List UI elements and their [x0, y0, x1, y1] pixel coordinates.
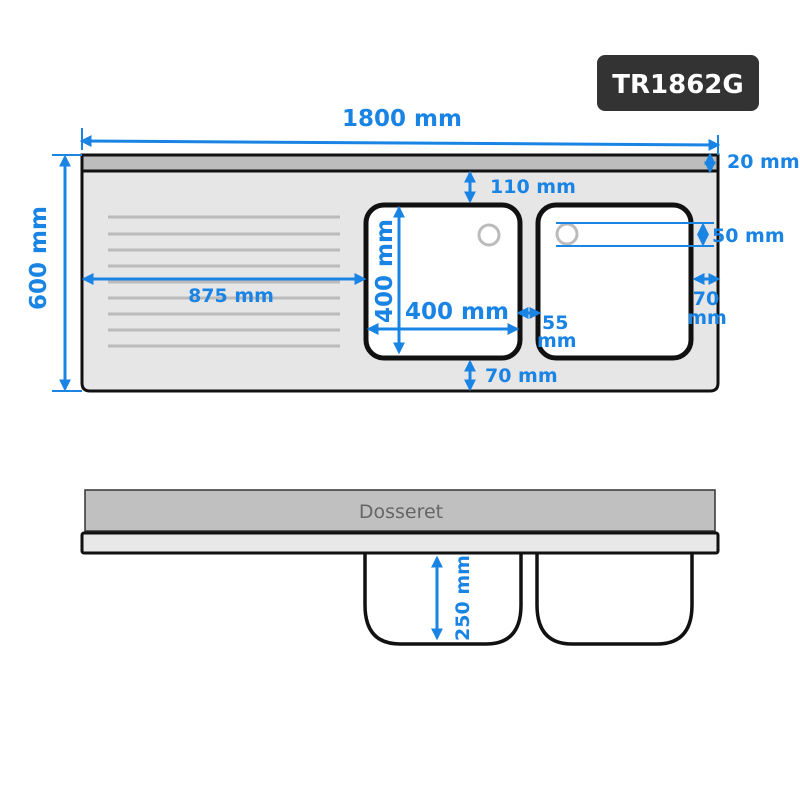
right-bowl: [535, 202, 694, 361]
backsplash-label: 20 mm: [727, 151, 800, 173]
length-arrow: [79, 135, 721, 151]
dosseret-panel: [84, 489, 716, 532]
backsplash-strip: [80, 153, 720, 173]
drain-offset-label: 50 mm: [712, 225, 785, 247]
bowl-height-label: 250 mm: [452, 555, 474, 641]
front-margin-label: 110 mm: [490, 176, 576, 198]
bowl-depth-label: 400 mm: [372, 219, 398, 323]
side-left-bowl: [363, 553, 523, 646]
model-number: TR1862G: [612, 70, 743, 100]
back-margin-label: 70 mm: [485, 365, 558, 387]
length-label: 1800 mm: [342, 106, 462, 132]
depth-label: 600 mm: [26, 206, 52, 310]
drainboard-grooves: [108, 215, 340, 348]
top-view: 1800 mm 600 mm 20 mm 110 mm 875 mm 400 m…: [26, 106, 800, 393]
side-view: Dosseret 250 mm: [80, 489, 720, 646]
right-margin-unit: mm: [687, 307, 727, 329]
dosseret-label: Dosseret: [359, 501, 443, 523]
bowl-gap-value: 55: [542, 312, 568, 334]
side-right-bowl: [535, 553, 694, 646]
bowl-width-label: 400 mm: [405, 299, 509, 325]
bowl-gap-unit: mm: [537, 330, 577, 352]
countertop-edge: [80, 531, 720, 555]
model-badge: TR1862G: [597, 55, 759, 111]
left-drain-icon: [477, 223, 501, 247]
right-margin-value: 70: [693, 288, 719, 310]
drainboard-label: 875 mm: [188, 285, 274, 307]
